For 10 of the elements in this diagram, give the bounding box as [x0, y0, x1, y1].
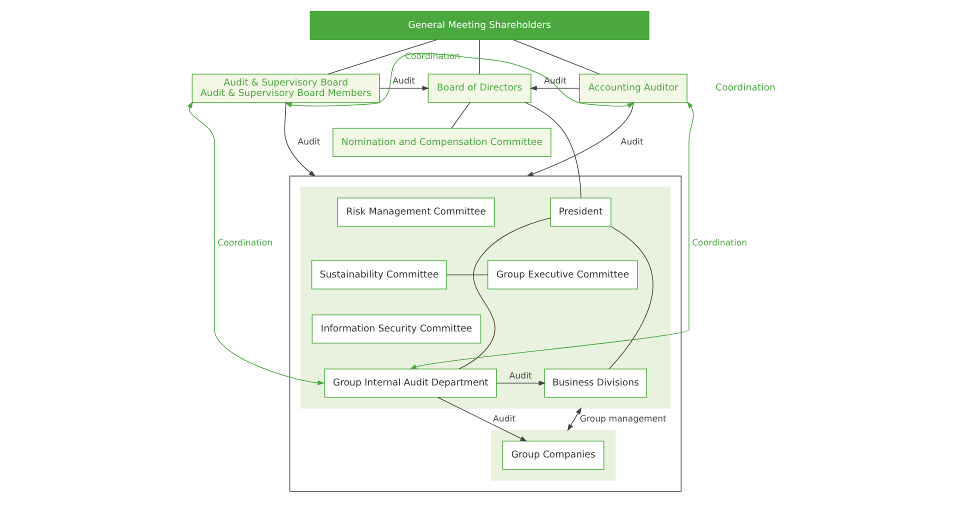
edge-label: Coordination [692, 238, 747, 249]
label: Coordination [714, 82, 775, 94]
edge-label: Audit [508, 371, 532, 382]
edge-label: Group management [579, 414, 666, 424]
edge-label: Audit [297, 138, 320, 148]
edge-label: Coordination [404, 52, 460, 62]
edge-label: Audit [392, 76, 415, 86]
edge-label: Audit [620, 138, 643, 148]
edge-label: Audit [492, 414, 516, 424]
edge-label: Coordination [217, 238, 272, 249]
